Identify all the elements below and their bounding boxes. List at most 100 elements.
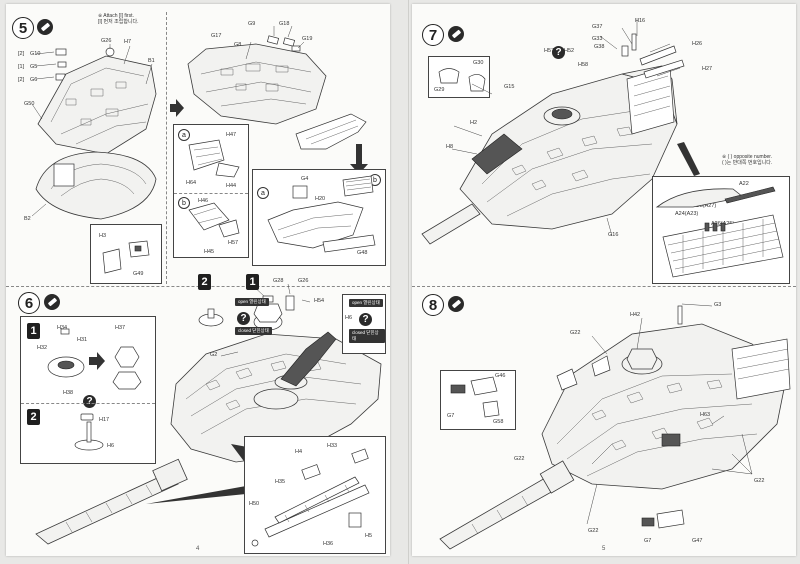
question-icon-3: ? bbox=[359, 313, 372, 326]
label-h17: H17 bbox=[99, 417, 110, 423]
label-a28: A28(A27) bbox=[693, 203, 717, 209]
box-g29-g30: G30 G29 bbox=[428, 56, 490, 98]
qty-g10: [2] bbox=[18, 51, 25, 57]
label-g7: G7 bbox=[447, 413, 455, 419]
label-g22-a: G22 bbox=[570, 330, 581, 336]
label-h64: H64 bbox=[186, 180, 197, 186]
label-g48: G48 bbox=[357, 250, 368, 256]
hatch-detail bbox=[280, 331, 337, 387]
label-h5: H5 bbox=[365, 533, 373, 539]
step-5-divider bbox=[166, 12, 167, 284]
box-a-b-divider bbox=[174, 193, 248, 194]
cement-icon-8 bbox=[448, 296, 464, 312]
label-b1: B1 bbox=[148, 58, 155, 64]
tag-open-2: open 열린상태 bbox=[349, 299, 383, 307]
label-h36: H36 bbox=[323, 541, 334, 547]
box-h3-g49: H3 G49 bbox=[90, 224, 162, 284]
step-6-turret-drawing bbox=[35, 283, 382, 545]
hatch-open-closed-box: open 열린상태 H6 ? closed 닫힌상태 bbox=[342, 294, 386, 354]
label-g4: G4 bbox=[301, 176, 309, 182]
label-h32: H32 bbox=[37, 345, 48, 351]
label-g28: G28 bbox=[273, 278, 284, 284]
page-number-right: 5 bbox=[602, 546, 606, 552]
qty-g5: [1] bbox=[18, 64, 25, 70]
substep-2: 2 bbox=[27, 409, 40, 425]
label-b2: B2 bbox=[24, 216, 31, 222]
tag-b: b bbox=[178, 197, 190, 209]
step-7-note: ※ ( ) opposite number. ( )는 반대쪽 번호입니다. bbox=[722, 154, 772, 166]
label-g37: G37 bbox=[592, 24, 603, 30]
step-8-number: 8 bbox=[422, 294, 444, 316]
label-g22-c: G22 bbox=[754, 478, 765, 484]
label-h42: H42 bbox=[630, 312, 641, 318]
label-g46: G46 bbox=[495, 373, 506, 379]
label-h63: H63 bbox=[700, 412, 711, 418]
label-h26: H26 bbox=[692, 41, 703, 47]
question-icon-7: ? bbox=[552, 46, 565, 59]
box-ab2-parts bbox=[267, 175, 376, 253]
gun-barrel-step8 bbox=[439, 473, 563, 550]
step-7-note-ko: ( )는 반대쪽 번호입니다. bbox=[722, 160, 773, 166]
subassembly-box-ab-left: a H47 H64 H44 b H46 H57 H45 bbox=[173, 124, 249, 258]
label-h44: H44 bbox=[226, 183, 237, 189]
label-h33: H33 bbox=[327, 443, 338, 449]
tag-a2: a bbox=[257, 187, 269, 199]
spread-divider bbox=[408, 0, 409, 564]
label-g17: G17 bbox=[211, 33, 222, 39]
box-ab-parts bbox=[188, 139, 240, 238]
label-g19: G19 bbox=[302, 36, 313, 42]
label-h2: H2 bbox=[470, 120, 478, 126]
label-h4: H4 bbox=[295, 449, 303, 455]
label-g22-d: G22 bbox=[588, 528, 599, 534]
turret-inverted bbox=[187, 43, 327, 125]
label-g6: G6 bbox=[30, 77, 38, 83]
label-h16: H16 bbox=[635, 18, 646, 24]
step-5-flow-arrow bbox=[170, 99, 184, 117]
left-page: 5 ※ Attach [I] first. [I] 먼저 조립합니다. [2] … bbox=[6, 4, 390, 556]
gun-barrel-step7 bbox=[421, 203, 481, 245]
substep-1: 1 bbox=[27, 323, 40, 339]
step-6-detail-parts bbox=[47, 328, 142, 451]
label-h31: H31 bbox=[77, 337, 88, 343]
step-5-number: 5 bbox=[12, 17, 34, 39]
label-h57: H57 bbox=[228, 240, 239, 246]
label-g16: G16 bbox=[608, 232, 619, 238]
label-h6-main: H6 bbox=[345, 315, 353, 321]
label-g29: G29 bbox=[434, 87, 445, 93]
cement-icon-7 bbox=[448, 26, 464, 42]
label-h38: H38 bbox=[63, 390, 74, 396]
main-gun-barrel bbox=[35, 473, 179, 545]
label-g9: G9 bbox=[248, 21, 256, 27]
step-5-note-en: ※ Attach [I] first. bbox=[98, 13, 134, 19]
label-h35: H35 bbox=[275, 479, 286, 485]
box-g46-g58: G46 G7 G58 bbox=[440, 370, 516, 430]
step-7-note-en: ※ ( ) opposite number. bbox=[722, 154, 773, 160]
label-h37: H37 bbox=[115, 325, 126, 331]
label-h3: H3 bbox=[99, 233, 107, 239]
label-h34: H34 bbox=[57, 325, 68, 331]
step-5-note: ※ Attach [I] first. [I] 먼저 조립합니다. bbox=[98, 13, 139, 25]
tag-open-1: open 열린상태 bbox=[235, 298, 269, 306]
step-5-turret-drawing bbox=[31, 25, 368, 220]
h8-plate bbox=[471, 133, 523, 175]
step-7-turret-drawing bbox=[421, 18, 700, 245]
right-page: 7 G30 G29 G37 H16 G33 G38 H26 H27 H57 bbox=[412, 4, 796, 556]
question-icon: ? bbox=[83, 395, 96, 408]
label-g33: G33 bbox=[592, 36, 603, 42]
step-7-number: 7 bbox=[422, 24, 444, 46]
label-g8: G8 bbox=[234, 42, 242, 48]
main-substep-1: 1 bbox=[246, 274, 259, 290]
rack-step8 bbox=[731, 338, 791, 400]
label-h27: H27 bbox=[702, 66, 713, 72]
step-5-note-ko: [I] 먼저 조립합니다. bbox=[98, 19, 139, 25]
subassembly-box-ab-right: a b G4 H20 G48 bbox=[252, 169, 386, 266]
tag-closed-1: closed 닫힌상태 bbox=[235, 327, 272, 335]
label-h47: H47 bbox=[226, 132, 237, 138]
label-g10: G10 bbox=[30, 51, 41, 57]
label-g30: G30 bbox=[473, 60, 484, 66]
label-h54: H54 bbox=[314, 298, 325, 304]
label-h7: H7 bbox=[124, 39, 132, 45]
page-number-left: 4 bbox=[196, 546, 200, 552]
label-g58: G58 bbox=[493, 419, 504, 425]
label-g5: G5 bbox=[30, 64, 38, 70]
